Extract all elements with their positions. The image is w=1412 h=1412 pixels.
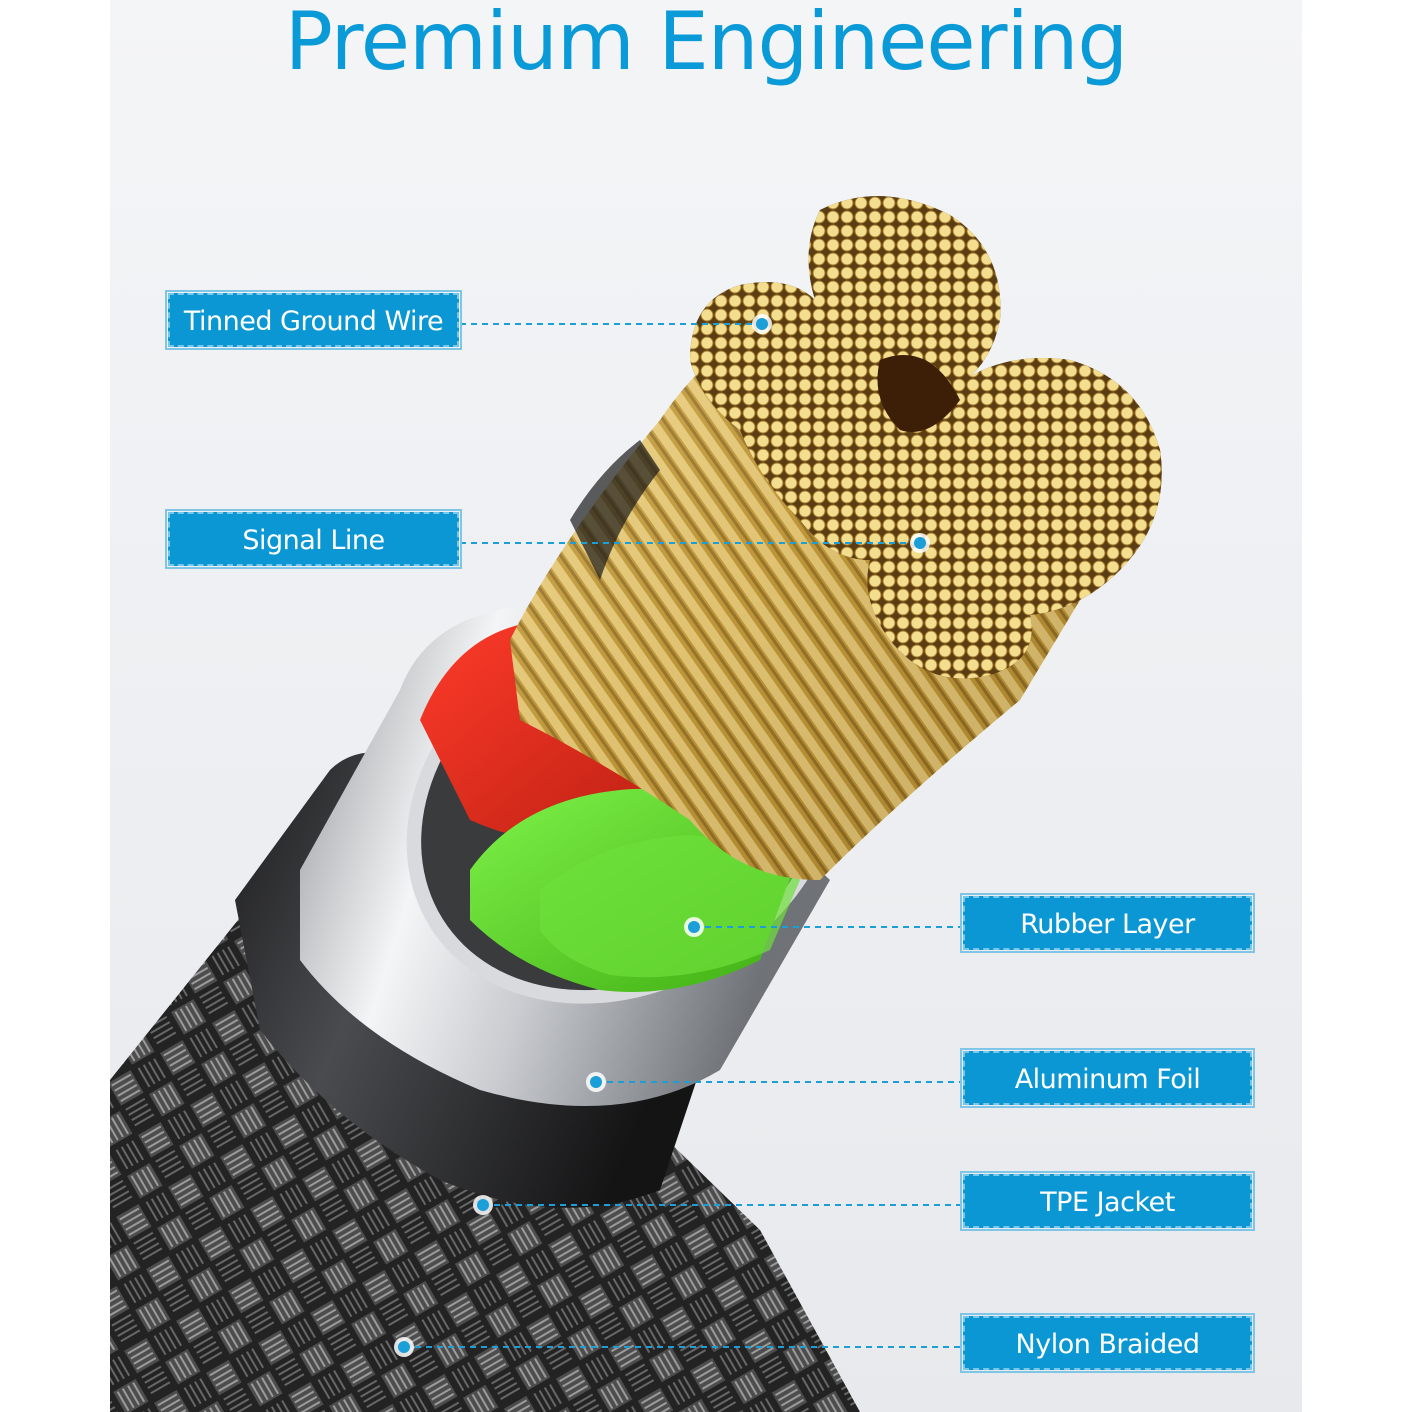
callout-dots <box>394 314 930 1357</box>
aluminum-foil-dot <box>586 1072 606 1092</box>
nylon-braided-dot <box>394 1337 414 1357</box>
page-title: Premium Engineering <box>284 0 1128 88</box>
rubber-layer-dot <box>684 917 704 937</box>
label-tpe-jacket: TPE Jacket <box>960 1171 1255 1231</box>
label-nylon-braided: Nylon Braided <box>960 1313 1255 1373</box>
label-signal-line: Signal Line <box>165 509 462 569</box>
label-tinned-ground-wire: Tinned Ground Wire <box>165 290 462 350</box>
callout-lines <box>404 323 962 1348</box>
tinned-ground-wire-dot <box>752 314 772 334</box>
label-rubber-layer: Rubber Layer <box>960 893 1255 953</box>
strand-bundle-faces <box>690 196 1162 679</box>
label-aluminum-foil: Aluminum Foil <box>960 1048 1255 1108</box>
tpe-jacket-dot <box>473 1195 493 1215</box>
signal-line-dot <box>910 533 930 553</box>
